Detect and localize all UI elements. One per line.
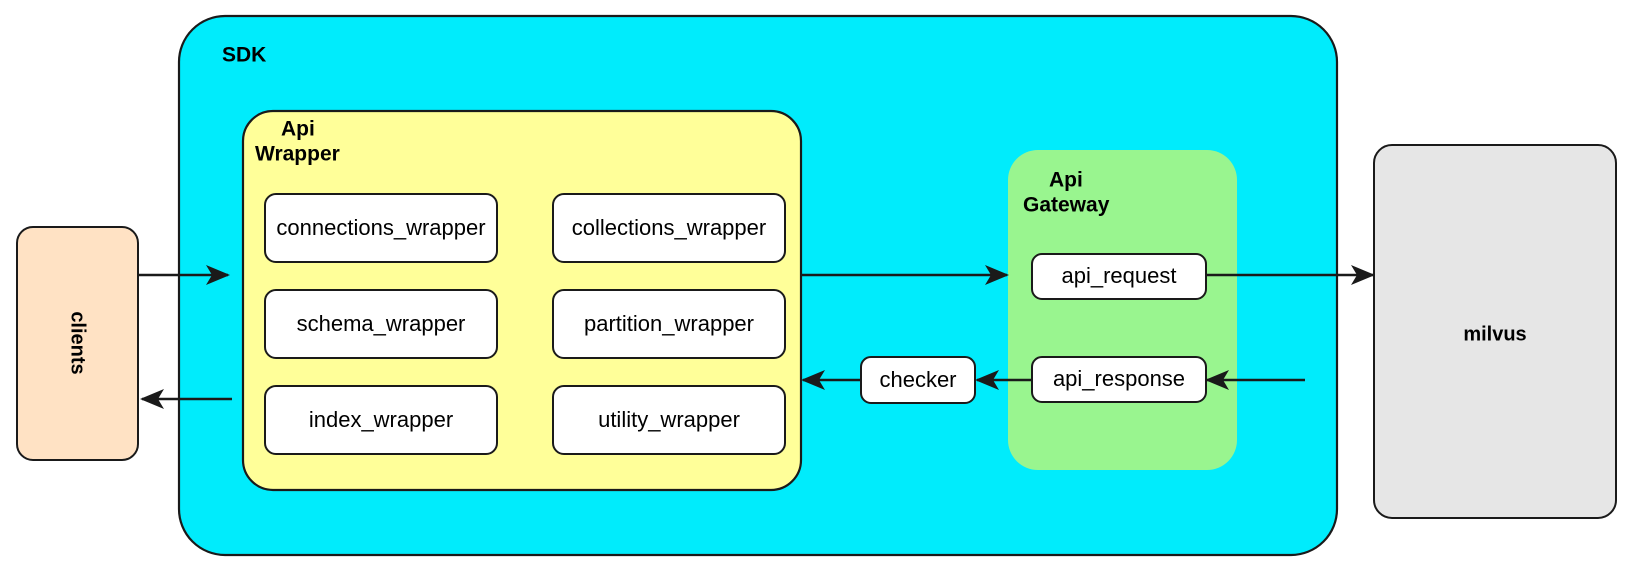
clients-box[interactable] xyxy=(16,226,139,461)
flow-arrows xyxy=(138,265,1375,409)
sdk-label: SDK xyxy=(222,44,266,67)
api-gateway-label-line2: Gateway xyxy=(1023,194,1110,217)
wrapper-box-collections-wrapper[interactable]: collections_wrapper xyxy=(552,193,786,263)
wrapper-box-partition-wrapper[interactable]: partition_wrapper xyxy=(552,289,786,359)
schema-wrapper-label: schema_wrapper xyxy=(297,311,466,336)
node-clients[interactable]: clients xyxy=(16,226,139,461)
wrapper-box-connections-wrapper[interactable]: connections_wrapper xyxy=(264,193,498,263)
connections-wrapper-box[interactable] xyxy=(264,193,498,263)
utility-wrapper-box[interactable] xyxy=(552,385,786,455)
node-checker[interactable]: checker xyxy=(860,356,976,404)
index-wrapper-box[interactable] xyxy=(264,385,498,455)
clients-label: clients xyxy=(67,311,89,374)
partition-wrapper-label: partition_wrapper xyxy=(584,311,754,336)
node-milvus[interactable]: milvus xyxy=(1373,144,1617,519)
api-response-label: api_response xyxy=(1053,366,1185,391)
wrapper-box-utility-wrapper[interactable]: utility_wrapper xyxy=(552,385,786,455)
milvus-label: milvus xyxy=(1463,323,1526,345)
node-api-response[interactable]: api_response xyxy=(1031,356,1207,403)
milvus-box[interactable] xyxy=(1373,144,1617,519)
utility-wrapper-label: utility_wrapper xyxy=(598,407,740,432)
schema-wrapper-box[interactable] xyxy=(264,289,498,359)
node-api-request[interactable]: api_request xyxy=(1031,253,1207,300)
container-api-gateway: Api Gateway api_request api_response xyxy=(1008,150,1237,470)
wrapper-box-schema-wrapper[interactable]: schema_wrapper xyxy=(264,289,498,359)
container-api-wrapper: Api Wrapper connections_wrapper collecti… xyxy=(241,109,803,492)
api-request-label: api_request xyxy=(1062,263,1177,288)
checker-label: checker xyxy=(879,367,956,392)
api-gateway-label-line1: Api xyxy=(1049,169,1083,192)
connections-wrapper-label: connections_wrapper xyxy=(276,215,485,240)
wrapper-box-index-wrapper[interactable]: index_wrapper xyxy=(264,385,498,455)
partition-wrapper-box[interactable] xyxy=(552,289,786,359)
collections-wrapper-box[interactable] xyxy=(552,193,786,263)
api-wrapper-label-line2: Wrapper xyxy=(255,143,340,166)
collections-wrapper-label: collections_wrapper xyxy=(572,215,766,240)
api-request-box[interactable] xyxy=(1031,253,1207,300)
index-wrapper-label: index_wrapper xyxy=(309,407,453,432)
api-wrapper-label-line1: Api xyxy=(281,118,315,141)
